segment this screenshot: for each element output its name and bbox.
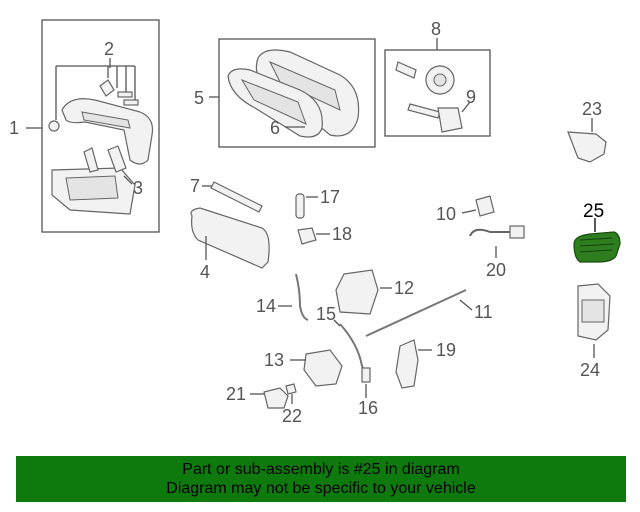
callout-4: 4 — [200, 262, 210, 282]
handle-base-part[interactable] — [51, 145, 136, 215]
parts-diagram: 1 2 3 4 5 6 7 8 9 10 11 12 13 14 15 16 1… — [9, 19, 621, 426]
callout-24: 24 — [580, 360, 600, 380]
part-10-switch[interactable] — [475, 195, 495, 217]
lock-cylinder-part[interactable] — [395, 61, 455, 95]
part-15-rod[interactable] — [339, 323, 365, 373]
key-part[interactable] — [407, 103, 463, 133]
callout-6: 6 — [270, 118, 280, 138]
info-banner: Part or sub-assembly is #25 in diagram D… — [16, 456, 626, 502]
part-25-highlighted[interactable] — [573, 231, 621, 263]
callout-12: 12 — [394, 278, 414, 298]
callout-22: 22 — [282, 406, 302, 426]
callout-20: 20 — [486, 260, 506, 280]
callout-17: 17 — [320, 187, 340, 207]
banner-line-2: Diagram may not be specific to your vehi… — [166, 480, 476, 497]
callout-16: 16 — [358, 398, 378, 418]
handle-bezel-part[interactable] — [227, 68, 323, 138]
callout-13: 13 — [264, 350, 284, 370]
callout-7: 7 — [190, 176, 200, 196]
part-22-bolt[interactable] — [285, 383, 297, 395]
callout-15: 15 — [316, 304, 336, 324]
part-19-cover[interactable] — [395, 339, 419, 389]
callout-5: 5 — [194, 88, 204, 108]
callout-9: 9 — [466, 87, 476, 107]
callout-10: 10 — [436, 204, 456, 224]
callout-14: 14 — [256, 296, 276, 316]
part-7-strip[interactable] — [210, 181, 263, 213]
part-12-actuator[interactable] — [335, 269, 379, 315]
callout-21: 21 — [226, 384, 246, 404]
banner-line-1: Part or sub-assembly is #25 in diagram — [182, 461, 460, 478]
callout-23: 23 — [582, 99, 602, 119]
part-4-panel[interactable] — [190, 207, 270, 269]
part-13-latch[interactable] — [303, 349, 343, 387]
callout-8: 8 — [431, 19, 441, 39]
part-14-rod[interactable] — [295, 273, 309, 321]
callout-2: 2 — [104, 39, 114, 59]
callout-3: 3 — [133, 178, 143, 198]
callout-18: 18 — [332, 224, 352, 244]
part-11-rod[interactable] — [365, 289, 467, 337]
part-17-pin[interactable] — [295, 193, 305, 219]
part-16-clip[interactable] — [361, 367, 371, 383]
group-box-5 — [218, 38, 376, 148]
part-21-bracket[interactable] — [263, 387, 289, 409]
part-20-harness[interactable] — [469, 228, 512, 237]
outer-handle-part[interactable] — [48, 79, 154, 165]
callout-25-highlighted: 25 — [583, 201, 604, 222]
callout-19: 19 — [436, 340, 456, 360]
part-18-clip[interactable] — [297, 227, 317, 245]
callout-1: 1 — [9, 118, 19, 138]
part-23-bracket[interactable] — [567, 131, 607, 163]
group-box-1 — [41, 19, 160, 233]
callout-11: 11 — [474, 302, 493, 322]
